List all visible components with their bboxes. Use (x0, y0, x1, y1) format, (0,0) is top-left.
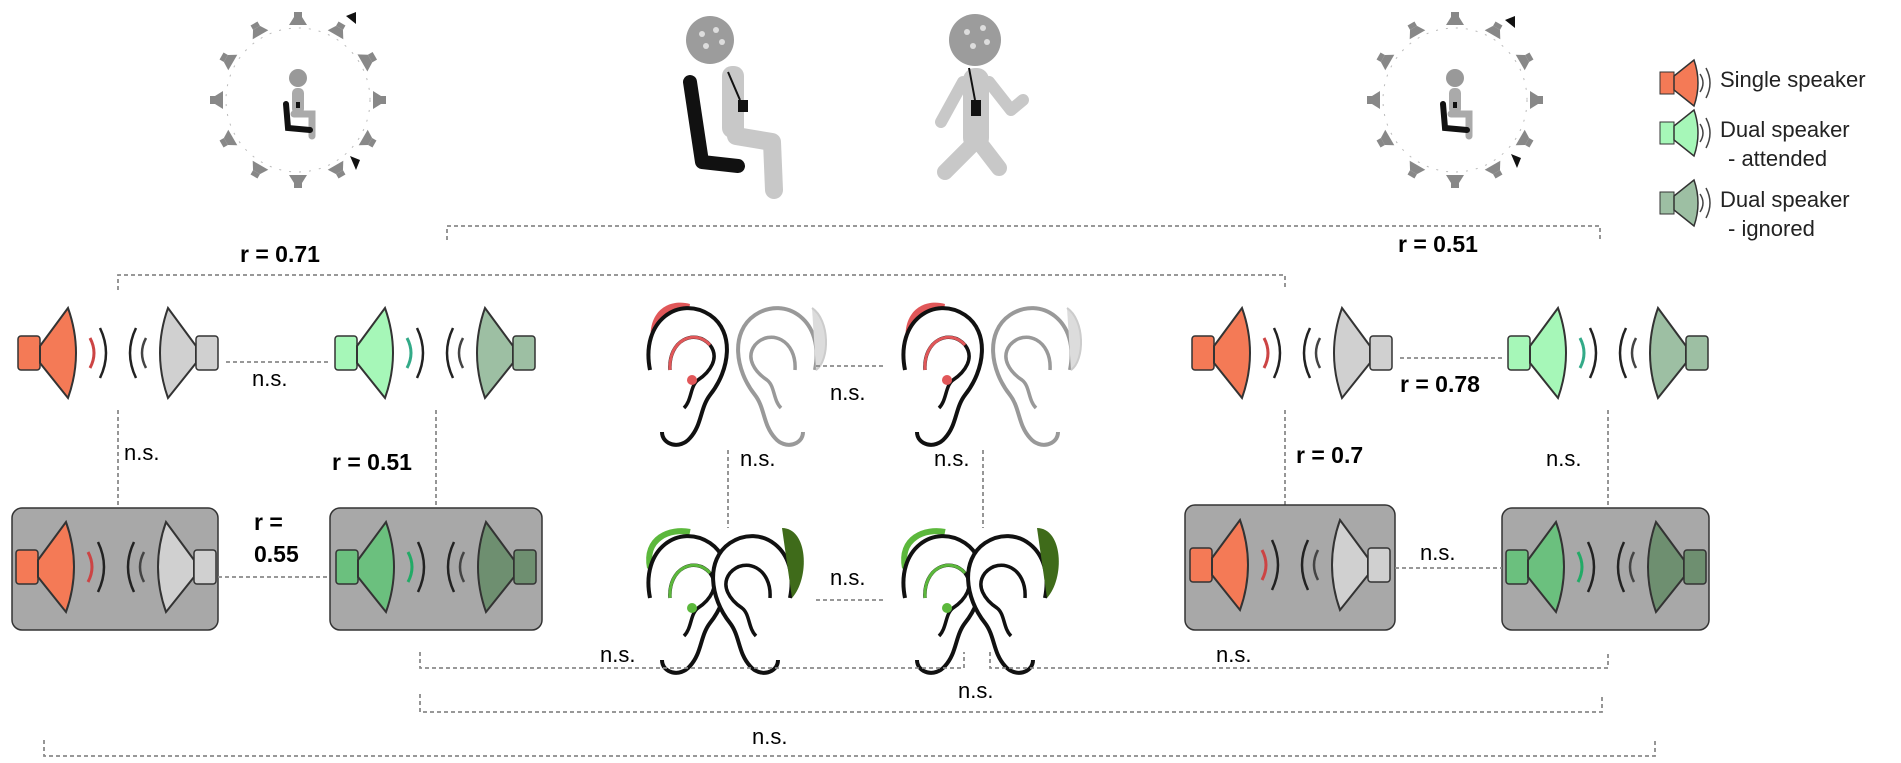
r055-label-line2: 0.55 (254, 541, 299, 567)
ns-label: n.s. (600, 642, 635, 667)
ns-label: n.s. (958, 678, 993, 703)
r055-label-line1: r = (254, 509, 283, 535)
r051-top-label: r = 0.51 (1398, 231, 1478, 257)
left-single-speaker-pair (16, 306, 220, 400)
seated-person-icon (683, 16, 783, 199)
r07-label: r = 0.7 (1296, 442, 1363, 468)
legend-sublabel: - attended (1728, 146, 1827, 171)
left-dual-speaker-pair (333, 306, 537, 400)
speaker-ring-icon (1367, 12, 1543, 188)
legend-label: Dual speaker (1720, 187, 1850, 212)
ns-label: n.s. (1546, 446, 1581, 471)
legend: Single speaker Dual speaker - attended D… (1659, 58, 1866, 241)
right-single-speaker-pair (1190, 306, 1394, 400)
speaker-ring-icon (210, 12, 386, 188)
ns-label: n.s. (830, 380, 865, 405)
r071-label: r = 0.71 (240, 241, 320, 267)
legend-item-single: Single speaker (1659, 58, 1866, 108)
ear-icon (646, 528, 804, 675)
bracket-bottom-left (419, 652, 965, 669)
ear-icon (646, 302, 828, 447)
ns-label: n.s. (124, 440, 159, 465)
bracket-bottom-outer (43, 740, 1656, 757)
legend-sublabel: - ignored (1728, 216, 1815, 241)
ns-label: n.s. (752, 724, 787, 749)
legend-label: Single speaker (1720, 67, 1866, 92)
r078-label: r = 0.78 (1400, 371, 1480, 397)
ear-icon (901, 528, 1059, 675)
bracket-bottom-right (989, 652, 1609, 669)
ns-label: n.s. (934, 446, 969, 471)
legend-label: Dual speaker (1720, 117, 1850, 142)
bracket-bottom-mid (419, 694, 1603, 713)
ns-label: n.s. (1216, 642, 1251, 667)
bracket-top-right (446, 225, 1601, 240)
right-dual-speaker-pair (1506, 306, 1710, 400)
ns-label: n.s. (740, 446, 775, 471)
ns-label: n.s. (1420, 540, 1455, 565)
walking-person-icon (935, 14, 1029, 180)
ns-label: n.s. (252, 366, 287, 391)
legend-item-attended: Dual speaker - attended (1659, 108, 1850, 171)
legend-item-ignored: Dual speaker - ignored (1659, 178, 1850, 241)
r051-left-label: r = 0.51 (332, 449, 412, 475)
ns-label: n.s. (830, 565, 865, 590)
ear-icon (901, 302, 1083, 447)
bracket-top-left (117, 274, 1286, 290)
